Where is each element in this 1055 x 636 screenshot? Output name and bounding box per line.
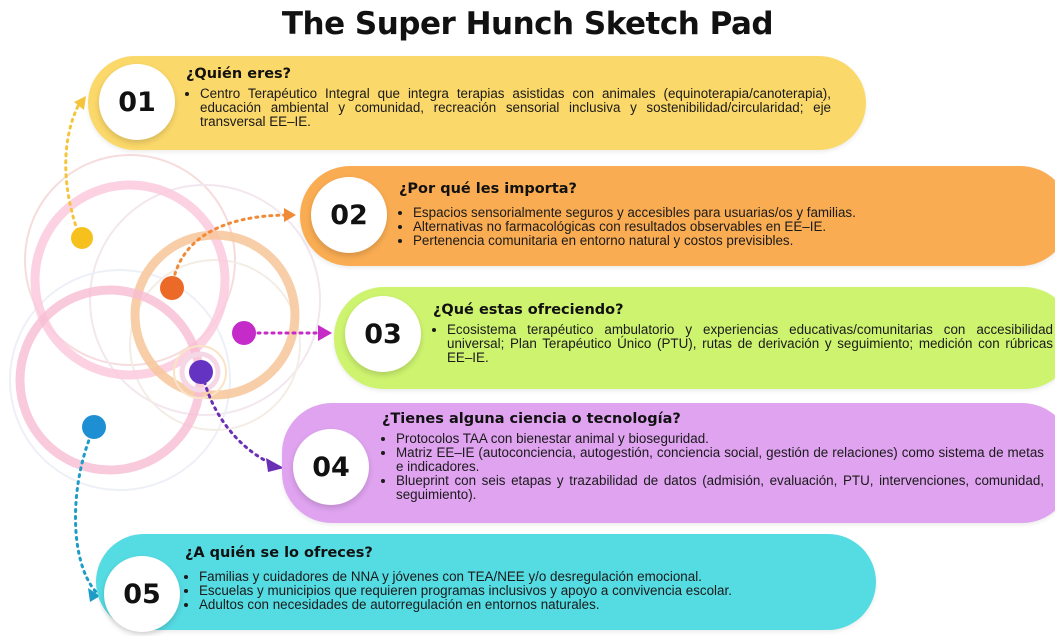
magenta-dot (232, 321, 256, 345)
arrow-01 (74, 96, 86, 110)
section-01-number-badge: 01 (99, 64, 175, 140)
connector-05 (74, 426, 98, 594)
list-item: Blueprint con seis etapas y trazabilidad… (396, 474, 1044, 502)
list-item: Pertenencia comunitaria en entorno natur… (413, 234, 1039, 248)
connector-02 (170, 213, 292, 290)
section-03-heading: ¿Qué estas ofreciendo? (433, 302, 624, 318)
section-03-content: ¿Qué estas ofreciendo? Ecosistema terapé… (433, 302, 1053, 365)
section-03-number-badge: 03 (345, 296, 421, 372)
purple-dot (189, 360, 213, 384)
arrow-05 (88, 588, 100, 602)
arrow-02 (284, 208, 296, 222)
small-ring (179, 351, 221, 393)
list-item: Protocolos TAA con bienestar animal y bi… (396, 432, 1044, 446)
section-04-number-badge: 04 (293, 429, 369, 505)
faint-ring (9, 269, 231, 491)
faint-ring (89, 184, 321, 416)
yellow-dot (71, 227, 93, 249)
section-05-content: ¿A quién se lo ofreces? Familias y cuida… (185, 545, 865, 612)
list-item: Alternativas no farmacológicas con resul… (413, 220, 1039, 234)
section-03-list: Ecosistema terapéutico ambulatorio y exp… (433, 323, 1053, 365)
arrow-03 (318, 325, 332, 341)
list-item: Escuelas y municipios que requieren prog… (199, 584, 865, 598)
small-ring (173, 345, 227, 399)
list-item: Centro Terapéutico Integral que integra … (200, 87, 831, 129)
blue-dot (82, 415, 106, 439)
section-03-card (334, 287, 1055, 389)
section-02-number-badge: 02 (311, 177, 387, 253)
section-01-list: Centro Terapéutico Integral que integra … (186, 87, 831, 129)
faint-ring (129, 259, 301, 431)
list-item: Familias y cuidadores de NNA y jóvenes c… (199, 570, 865, 584)
section-02-card (300, 166, 1055, 266)
faint-ring (24, 154, 236, 366)
section-04-card (282, 403, 1055, 523)
section-05-card (96, 534, 876, 630)
list-item: Ecosistema terapéutico ambulatorio y exp… (447, 323, 1053, 365)
section-01-heading: ¿Quién eres? (186, 66, 292, 82)
section-02-list: Espacios sensorialmente seguros y accesi… (399, 206, 1039, 248)
section-01-content: ¿Quién eres? Centro Terapéutico Integral… (186, 66, 831, 129)
peach-ring (130, 230, 300, 400)
section-02-content: ¿Por qué les importa? Espacios sensorial… (399, 181, 1039, 248)
list-item: Adultos con necesidades de autorregulaci… (199, 598, 865, 612)
section-01-card (88, 56, 866, 150)
list-item: Espacios sensorialmente seguros y accesi… (413, 206, 1039, 220)
section-02-heading: ¿Por qué les importa? (399, 181, 577, 197)
page-title: The Super Hunch Sketch Pad (281, 6, 774, 42)
section-05-heading: ¿A quién se lo ofreces? (185, 545, 373, 561)
section-04-content: ¿Tienes alguna ciencia o tecnología? Pro… (382, 411, 1044, 502)
pink-ring (30, 180, 230, 380)
connector-01 (64, 100, 82, 240)
section-04-heading: ¿Tienes alguna ciencia o tecnología? (382, 411, 681, 427)
list-item: Matriz EE–IE (autoconciencia, autogestió… (396, 446, 1044, 474)
connector-04 (201, 373, 270, 464)
arrow-04 (266, 458, 284, 472)
section-05-list: Familias y cuidadores de NNA y jóvenes c… (185, 570, 865, 612)
section-04-list: Protocolos TAA con bienestar animal y bi… (382, 432, 1044, 502)
section-05-number-badge: 05 (104, 556, 180, 632)
orange-dot (160, 276, 184, 300)
